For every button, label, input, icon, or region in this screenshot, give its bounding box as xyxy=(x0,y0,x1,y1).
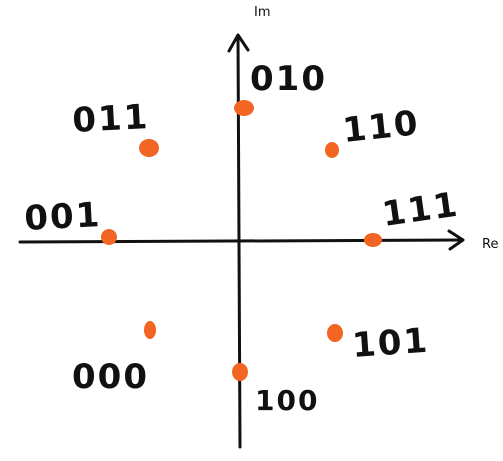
symbol-label: 001 xyxy=(23,195,102,239)
symbol-110: 110 xyxy=(325,103,422,158)
real-axis-label: Re xyxy=(482,237,498,252)
real-axis-arrowhead xyxy=(447,229,465,251)
symbol-label: 101 xyxy=(351,321,431,366)
symbol-label: 010 xyxy=(250,59,327,99)
imag-axis xyxy=(236,34,242,449)
symbol-label: 110 xyxy=(341,103,422,151)
symbol-000: 000 xyxy=(72,321,156,397)
symbol-label: 111 xyxy=(380,185,462,235)
symbol-label: 011 xyxy=(71,97,150,141)
symbol-point xyxy=(144,321,156,339)
symbol-001: 001 xyxy=(23,195,117,245)
symbol-point xyxy=(364,233,382,247)
symbol-101: 101 xyxy=(327,321,430,366)
imag-axis-label: Im xyxy=(254,5,271,20)
real-axis xyxy=(18,238,464,244)
symbol-point xyxy=(234,100,254,116)
symbol-100: 100 xyxy=(232,363,319,417)
symbol-010: 010 xyxy=(234,59,327,116)
symbol-011: 011 xyxy=(71,97,159,157)
symbol-point xyxy=(232,363,248,381)
symbol-point xyxy=(327,324,343,342)
symbol-label: 100 xyxy=(255,384,319,417)
symbol-point xyxy=(139,139,159,157)
symbol-point xyxy=(101,229,117,245)
imag-axis-arrowhead xyxy=(227,33,250,53)
symbol-111: 111 xyxy=(364,185,461,247)
symbol-point xyxy=(325,142,339,158)
symbol-label: 000 xyxy=(72,357,149,397)
